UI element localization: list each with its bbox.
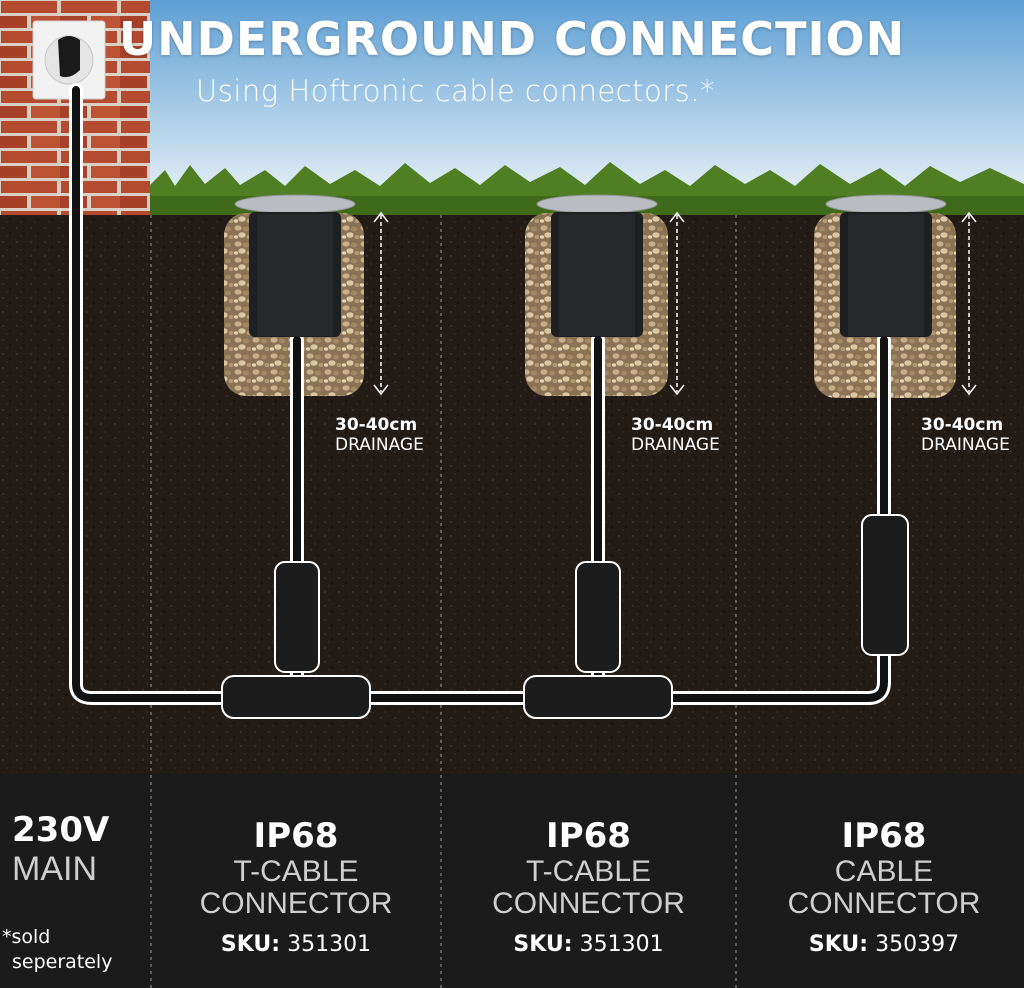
- sky: [0, 0, 1024, 200]
- drainage-text: DRAINAGE: [631, 435, 720, 455]
- page-subtitle: Using Hoftronic cable connectors.*: [196, 74, 715, 108]
- sku-line: SKU: 351301: [441, 932, 736, 957]
- footnote-star: *: [2, 926, 12, 948]
- wall-socket: [32, 20, 106, 100]
- connector-name: CONNECTOR: [787, 887, 981, 920]
- sku-line: SKU: 350397: [736, 932, 1024, 957]
- drainage-depth: 30-40cm: [921, 415, 1004, 435]
- depth-arrowheads: [373, 211, 977, 396]
- connector-name: CONNECTOR: [199, 887, 393, 920]
- t-connector-1: [221, 561, 371, 719]
- depth-arrows: [380, 215, 970, 392]
- ip-rating: IP68: [253, 816, 339, 856]
- drainage-label-1: 30-40cm DRAINAGE: [335, 415, 424, 455]
- connector-name: T-CABLE: [525, 855, 652, 888]
- ground-light-2: [536, 194, 658, 337]
- connector-name: CONNECTOR: [492, 887, 685, 920]
- page-title: UNDERGROUND CONNECTION: [118, 12, 906, 66]
- inline-connector: [861, 514, 909, 656]
- ip-rating: IP68: [546, 816, 631, 856]
- sku-label: SKU:: [808, 932, 869, 957]
- connector-name: T-CABLE: [233, 855, 359, 888]
- sku-line: SKU: 351301: [151, 932, 441, 957]
- t-connector-2: [523, 561, 673, 719]
- ip-rating: IP68: [841, 816, 927, 856]
- footnote: *sold seperately: [2, 925, 112, 975]
- drainage-label-2: 30-40cm DRAINAGE: [631, 415, 720, 455]
- footnote-line2: seperately: [12, 951, 113, 973]
- connector-column-1: IP68 T-CABLE CONNECTOR SKU: 351301: [151, 816, 441, 957]
- connector-column-2: IP68 T-CABLE CONNECTOR SKU: 351301: [441, 816, 736, 957]
- sku-label: SKU:: [513, 932, 573, 957]
- connector-name: CABLE: [834, 855, 934, 888]
- drainage-text: DRAINAGE: [921, 435, 1010, 455]
- sku-value: 351301: [579, 932, 664, 957]
- drainage-depth: 30-40cm: [631, 415, 714, 435]
- sku-value: 351301: [287, 932, 372, 957]
- column-dividers: [150, 215, 737, 988]
- drainage-depth: 30-40cm: [335, 415, 418, 435]
- ground-light-3: [825, 194, 947, 337]
- sku-label: SKU:: [220, 932, 281, 957]
- footnote-line1: sold: [11, 926, 51, 948]
- main-voltage: 230V: [12, 810, 110, 850]
- drainage-label-3: 30-40cm DRAINAGE: [921, 415, 1010, 455]
- info-panel: [0, 773, 1024, 988]
- ground-light-1: [234, 194, 356, 337]
- drainage-text: DRAINAGE: [335, 435, 424, 455]
- main-label: MAIN: [12, 850, 97, 888]
- sku-value: 350397: [875, 932, 960, 957]
- connector-column-3: IP68 CABLE CONNECTOR SKU: 350397: [736, 816, 1024, 957]
